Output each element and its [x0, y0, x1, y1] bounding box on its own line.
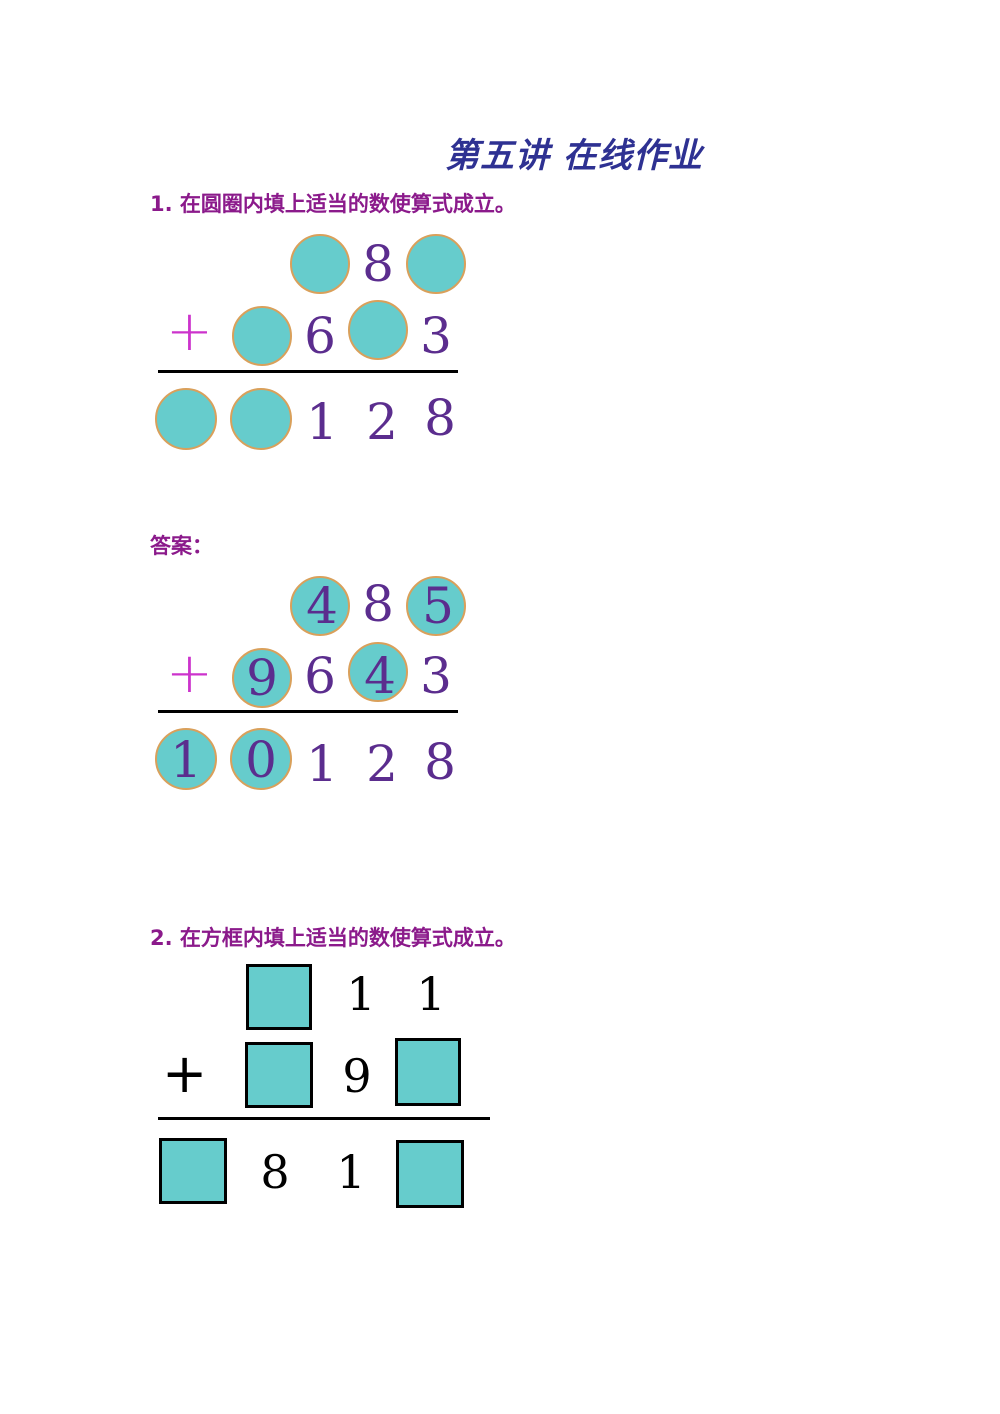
- digit: 3: [420, 647, 452, 705]
- plus-sign: +: [162, 1042, 208, 1105]
- page-title: 第五讲 在线作业: [445, 136, 703, 176]
- blank-circle[interactable]: [230, 388, 292, 450]
- digit: 9: [246, 649, 278, 707]
- plus-sign: +: [166, 641, 213, 706]
- digit: 1: [306, 393, 338, 451]
- digit: 1: [170, 731, 202, 789]
- digit: 8: [424, 733, 456, 791]
- blank-circle[interactable]: [406, 234, 466, 294]
- digit: 8: [362, 575, 394, 633]
- filled-circle: [406, 576, 466, 636]
- blank-square[interactable]: [396, 1140, 464, 1208]
- plus-sign: +: [166, 299, 213, 364]
- digit: 8: [424, 389, 456, 447]
- digit: 4: [364, 647, 396, 705]
- digit: 2: [366, 393, 398, 451]
- digit: 2: [366, 735, 398, 793]
- digit: 4: [306, 577, 338, 635]
- sum-line: [158, 710, 458, 713]
- sum-line: [158, 1117, 490, 1120]
- question-2-text: 2. 在方框内填上适当的数使算式成立。: [150, 926, 516, 950]
- digit: 6: [304, 647, 336, 705]
- digit: 6: [304, 307, 336, 365]
- blank-circle[interactable]: [348, 300, 408, 360]
- blank-square[interactable]: [245, 1042, 313, 1108]
- filled-circle: [348, 642, 408, 702]
- blank-circle[interactable]: [290, 234, 350, 294]
- digit: 8: [362, 235, 394, 293]
- blank-circle[interactable]: [232, 306, 292, 366]
- filled-circle: [155, 728, 217, 790]
- question-1-text: 1. 在圆圈内填上适当的数使算式成立。: [150, 192, 516, 216]
- sum-line: [158, 370, 458, 373]
- digit: 1: [336, 1145, 366, 1199]
- answer-label: 答案：: [150, 534, 213, 558]
- digit: 3: [420, 307, 452, 365]
- digit: 1: [416, 967, 446, 1021]
- filled-circle: [230, 728, 292, 790]
- blank-square[interactable]: [395, 1038, 461, 1106]
- blank-square[interactable]: [159, 1138, 227, 1204]
- blank-square[interactable]: [246, 964, 312, 1030]
- digit: 1: [306, 735, 338, 793]
- blank-circle[interactable]: [155, 388, 217, 450]
- filled-circle: [232, 648, 292, 708]
- digit: 8: [260, 1145, 290, 1199]
- digit: 0: [245, 731, 277, 789]
- digit: 5: [422, 577, 454, 635]
- digit: 1: [346, 967, 376, 1021]
- filled-circle: [290, 576, 350, 636]
- digit: 9: [342, 1049, 372, 1103]
